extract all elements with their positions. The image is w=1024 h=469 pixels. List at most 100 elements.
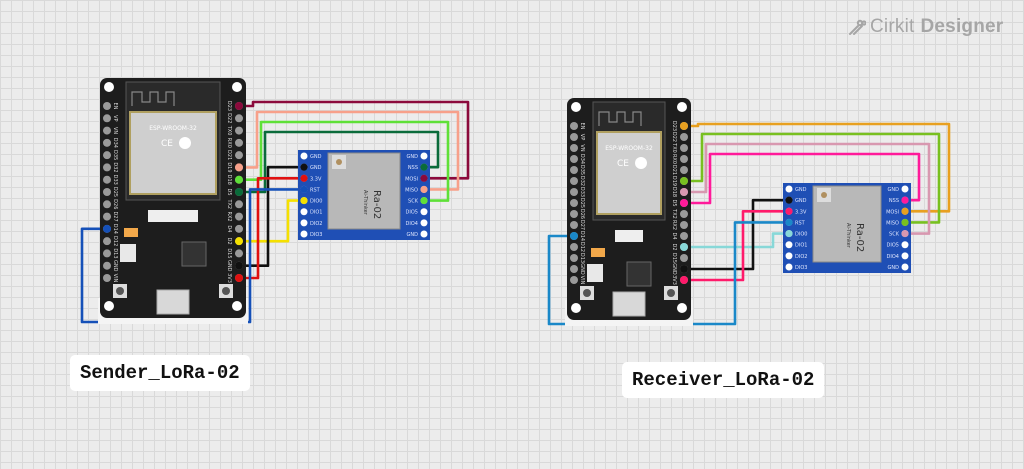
lora-pin-DIO3[interactable] (785, 263, 793, 271)
lora-pin-DIO5[interactable] (901, 241, 909, 249)
wire-endpoint[interactable] (420, 174, 428, 182)
pin-RX2[interactable] (235, 212, 243, 221)
sender-title-label[interactable]: Sender_LoRa-02 (70, 355, 250, 391)
wire-D5-to-NSS[interactable] (684, 152, 921, 205)
wire-endpoint[interactable] (680, 188, 688, 196)
pin-D26[interactable] (103, 200, 111, 209)
lora-pin-DIO2[interactable] (300, 219, 308, 227)
pin-D22[interactable] (235, 114, 243, 123)
wire-endpoint[interactable] (785, 218, 793, 227)
pin-D4[interactable] (235, 224, 243, 233)
wire-D19-to-MISO[interactable] (239, 110, 460, 191)
pin-D15[interactable] (680, 254, 688, 262)
wire-D23-to-MOSI[interactable] (684, 122, 951, 213)
lora-pin-GND[interactable] (785, 185, 793, 193)
lora-pin-DIO2[interactable] (785, 252, 793, 260)
pin-RX0[interactable] (235, 138, 243, 147)
pin-GND[interactable] (103, 261, 111, 270)
pin-RX0[interactable] (680, 155, 688, 163)
wire-endpoint[interactable] (420, 185, 428, 194)
pin-VN[interactable] (570, 144, 578, 152)
receiver-title-label[interactable]: Receiver_LoRa-02 (622, 362, 825, 398)
wire-endpoint[interactable] (901, 196, 909, 204)
wire-D5-to-NSS[interactable] (239, 130, 440, 194)
wire-endpoint[interactable] (680, 243, 688, 251)
wire-endpoint[interactable] (570, 232, 578, 240)
pin-EN[interactable] (103, 102, 111, 110)
wire-endpoint[interactable] (235, 175, 243, 184)
wire-GND-to-GND[interactable] (684, 198, 789, 271)
wire-endpoint[interactable] (901, 207, 909, 215)
wire-endpoint[interactable] (901, 229, 909, 238)
wire-endpoint[interactable] (235, 163, 243, 172)
pin-D21[interactable] (235, 151, 243, 160)
pin-D32[interactable] (103, 163, 111, 172)
wire-endpoint[interactable] (785, 207, 793, 215)
wire-D23-to-MOSI[interactable] (239, 100, 470, 180)
wire-GND-to-GND[interactable] (239, 165, 304, 268)
lora-pin-GND[interactable] (420, 152, 428, 160)
pin-TX0[interactable] (680, 144, 688, 152)
pin-TX2[interactable] (680, 210, 688, 218)
pin-D15[interactable] (235, 249, 243, 258)
wire-endpoint[interactable] (300, 163, 308, 171)
pin-VN[interactable] (103, 126, 111, 135)
pin-TX0[interactable] (235, 126, 243, 135)
wire-D19-to-MISO[interactable] (684, 132, 941, 224)
lora-pin-GND[interactable] (901, 263, 909, 271)
lora-pin-DIO5[interactable] (420, 208, 428, 216)
wire-endpoint[interactable] (680, 122, 688, 130)
wire-endpoint[interactable] (300, 196, 308, 205)
pin-RX2[interactable] (680, 221, 688, 229)
wire-endpoint[interactable] (300, 185, 308, 194)
pin-D13[interactable] (570, 254, 578, 262)
pin-D35[interactable] (103, 151, 111, 160)
wire-endpoint[interactable] (680, 276, 688, 284)
pin-D21[interactable] (680, 166, 688, 174)
lora-pin-DIO1[interactable] (300, 208, 308, 216)
wire-endpoint[interactable] (235, 274, 243, 282)
pin-VP[interactable] (103, 114, 111, 123)
lora-pin-DIO1[interactable] (785, 241, 793, 249)
wire-endpoint[interactable] (680, 265, 688, 273)
pin-VP[interactable] (570, 133, 578, 141)
pin-D12[interactable] (103, 237, 111, 246)
pin-D34[interactable] (103, 138, 111, 147)
pin-VIN[interactable] (103, 274, 111, 282)
wire-endpoint[interactable] (420, 196, 428, 205)
wire-endpoint[interactable] (103, 224, 111, 233)
wire-D2-to-DIO0[interactable] (239, 199, 304, 243)
wire-endpoint[interactable] (235, 237, 243, 246)
pin-D4[interactable] (680, 232, 688, 240)
wire-endpoint[interactable] (680, 177, 688, 185)
wire-endpoint[interactable] (901, 218, 909, 227)
pin-D12[interactable] (570, 243, 578, 251)
wire-endpoint[interactable] (785, 196, 793, 204)
wire-endpoint[interactable] (420, 163, 428, 171)
pin-D13[interactable] (103, 249, 111, 258)
wire-D2-to-DIO0[interactable] (684, 232, 789, 249)
wire-3V3-to-3.3V[interactable] (239, 176, 304, 280)
pin-D27[interactable] (570, 221, 578, 229)
lora-pin-DIO4[interactable] (901, 252, 909, 260)
pin-D27[interactable] (103, 212, 111, 221)
wire-endpoint[interactable] (235, 188, 243, 196)
lora-pin-GND[interactable] (300, 152, 308, 160)
pin-TX2[interactable] (235, 200, 243, 209)
pin-D33[interactable] (570, 188, 578, 196)
pin-D34[interactable] (570, 155, 578, 163)
lora-pin-GND[interactable] (901, 185, 909, 193)
wire-endpoint[interactable] (235, 261, 243, 270)
pin-D25[interactable] (103, 188, 111, 196)
wire-D18-to-SCK[interactable] (684, 142, 931, 235)
pin-D33[interactable] (103, 175, 111, 184)
pin-D22[interactable] (680, 133, 688, 141)
lora-pin-DIO4[interactable] (420, 219, 428, 227)
pin-VIN[interactable] (570, 276, 578, 284)
pin-D32[interactable] (570, 177, 578, 185)
